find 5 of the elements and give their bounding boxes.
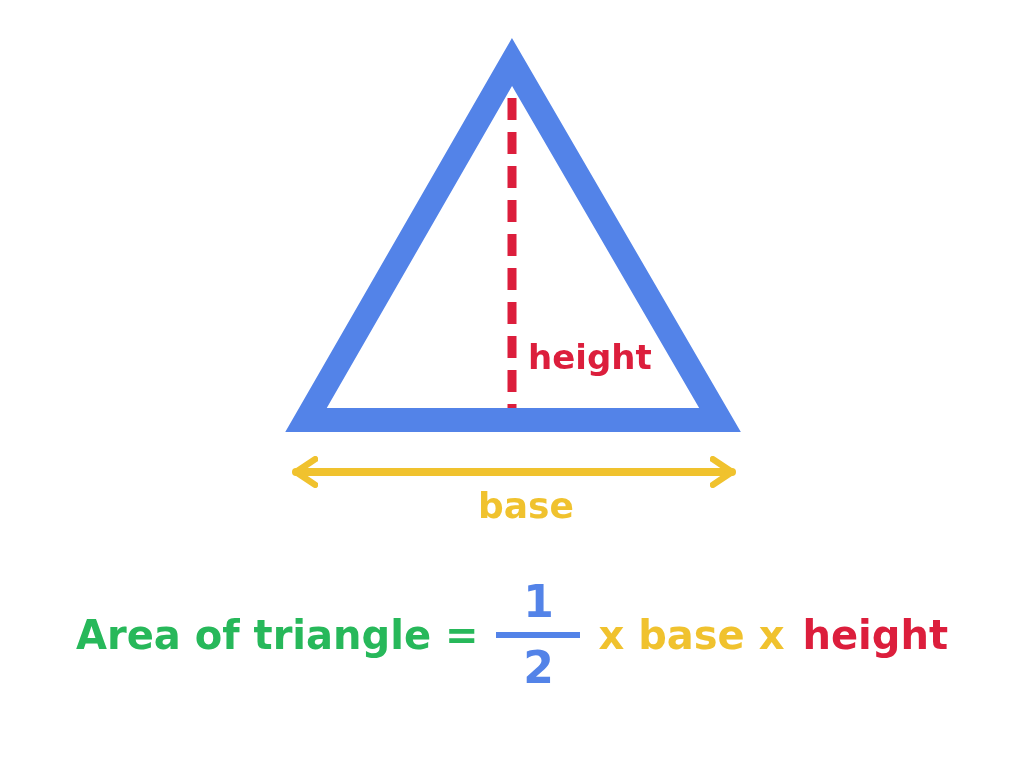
base-label: base xyxy=(478,488,574,524)
formula-text: x base x xyxy=(598,615,785,655)
numerator: 1 xyxy=(523,580,554,624)
denominator: 2 xyxy=(523,646,554,690)
height-label: height xyxy=(528,340,652,374)
